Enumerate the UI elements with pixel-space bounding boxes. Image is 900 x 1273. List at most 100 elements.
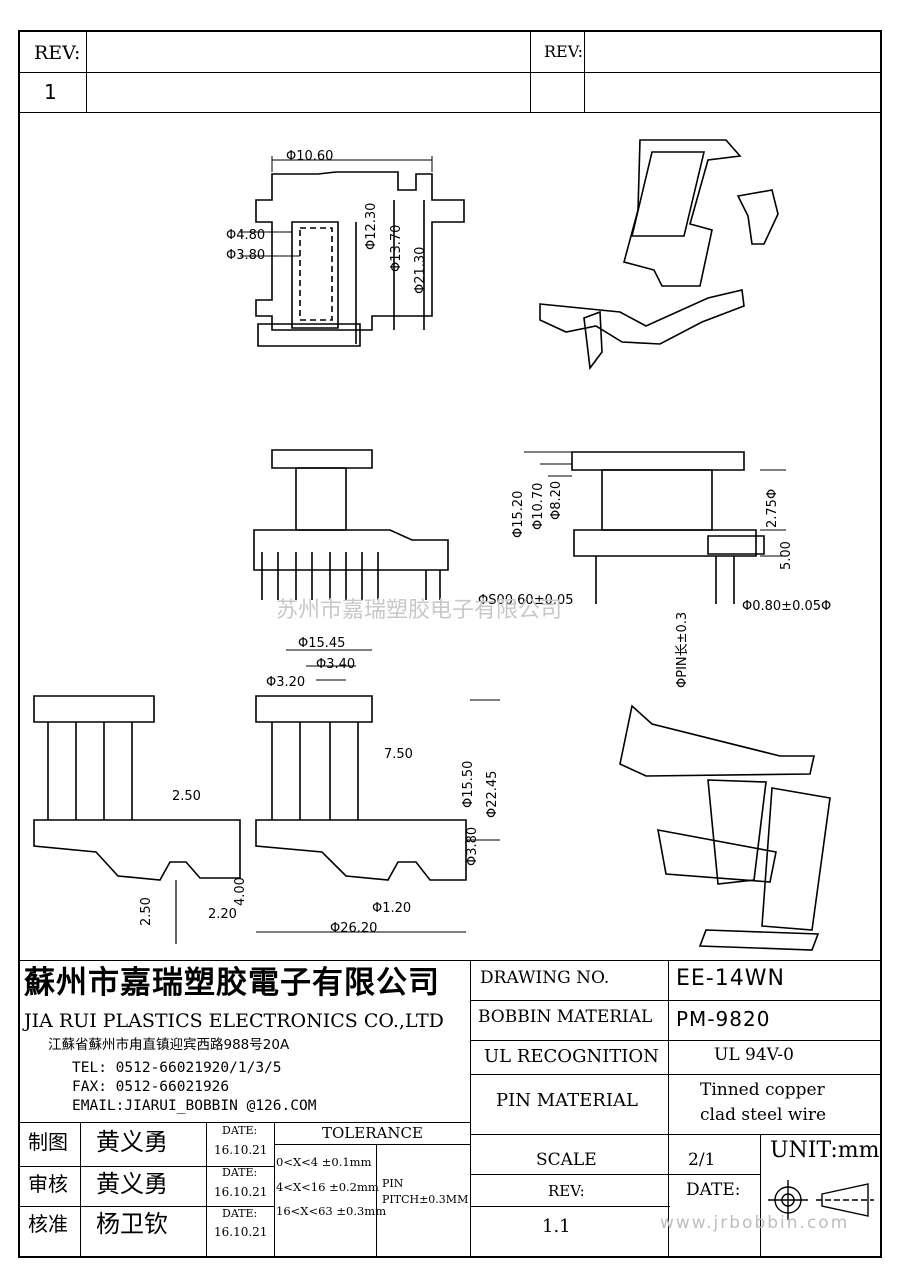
watermark-text: 苏州市嘉瑞塑胶电子有限公司 — [276, 598, 563, 623]
grid-line — [668, 960, 669, 1258]
grid-line — [274, 1122, 275, 1258]
dim-label: 2.75Φ — [765, 488, 780, 528]
tolerance-pin-label: PIN — [382, 1177, 404, 1190]
dim-label: 5.00 — [779, 541, 794, 570]
pin-material-line1: Tinned copper — [700, 1080, 825, 1100]
isometric-view-top — [539, 139, 779, 371]
rev-label-left: REV: — [34, 42, 81, 64]
drawing-no-label: DRAWING NO. — [480, 968, 610, 988]
approval-name: 黄义勇 — [96, 1170, 168, 1198]
dim-label: ΦS00.60±0.05 — [478, 593, 574, 608]
header-divider — [18, 72, 882, 73]
header-col-line — [584, 30, 585, 112]
company-tel: TEL: 0512-66021920/1/3/5 — [72, 1060, 282, 1076]
scale-value: 2/1 — [688, 1150, 716, 1170]
dim-label: Φ12.30 — [364, 202, 379, 250]
grid-line — [80, 1122, 81, 1258]
dim-label: 2.20 — [208, 907, 237, 922]
dim-label: Φ3.80 — [465, 826, 480, 866]
grid-line — [470, 1134, 882, 1135]
grid-line — [18, 1122, 470, 1123]
approval-name: 黄义勇 — [96, 1128, 168, 1156]
bobbin-material-value: PM-9820 — [676, 1007, 771, 1031]
dim-label: Φ4.80 — [226, 228, 266, 243]
dim-label: 2.50 — [139, 897, 154, 926]
grid-line — [470, 1174, 760, 1175]
tolerance-title: TOLERANCE — [322, 1124, 423, 1142]
grid-line — [470, 1074, 882, 1075]
grid-line — [760, 1134, 761, 1258]
grid-line — [470, 1206, 670, 1207]
dim-label: 2.50 — [172, 789, 201, 804]
approval-date-label: DATE: — [222, 1124, 258, 1137]
unit-label: UNIT:mm — [770, 1138, 880, 1163]
company-name-en: JIA RUI PLASTICS ELECTRONICS CO.,LTD — [24, 1010, 444, 1032]
tolerance-row: 16<X<63 ±0.3mm — [276, 1204, 387, 1218]
dim-label: Φ13.70 — [389, 224, 404, 272]
dim-label: Φ10.70 — [531, 482, 546, 530]
rev-label: REV: — [548, 1182, 585, 1200]
dim-label: Φ21.30 — [413, 246, 428, 294]
rev-value-left: 1 — [44, 80, 57, 104]
rev-value: 1.1 — [542, 1216, 571, 1237]
drawing-frame — [18, 30, 882, 1258]
grid-line — [274, 1144, 470, 1145]
title-block-top — [18, 960, 882, 961]
dim-label: Φ0.80±0.05Φ — [742, 599, 832, 614]
ul-label: UL RECOGNITION — [484, 1046, 659, 1067]
company-email: EMAIL:JIARUI_BOBBIN @126.COM — [72, 1098, 317, 1114]
approval-role: 核准 — [28, 1212, 68, 1236]
approval-date-label: DATE: — [222, 1166, 258, 1179]
watermark-url: www.jrbobbin.com — [660, 1213, 850, 1233]
header-bottom-line — [18, 112, 882, 113]
approval-role: 制图 — [28, 1130, 68, 1154]
pin-material-line2: clad steel wire — [700, 1105, 827, 1125]
dim-label: 7.50 — [384, 747, 413, 762]
tolerance-row: 0<X<4 ±0.1mm — [276, 1155, 372, 1169]
dim-label: Φ15.50 — [461, 760, 476, 808]
tolerance-pin-pitch: PITCH±0.3MM — [382, 1193, 469, 1206]
dim-label: 4.00 — [233, 877, 248, 906]
grid-line — [470, 1040, 882, 1041]
date-label: DATE: — [686, 1180, 741, 1200]
company-fax: FAX: 0512-66021926 — [72, 1079, 230, 1095]
dim-label: Φ8.20 — [549, 480, 564, 520]
company-address: 江蘇省蘇州市甪直镇迎宾西路988号20A — [48, 1037, 290, 1053]
grid-line — [470, 960, 471, 1258]
approval-date-label: DATE: — [222, 1207, 258, 1220]
grid-line — [18, 1166, 274, 1167]
approval-date: 16.10.21 — [214, 1225, 268, 1239]
dim-label: Φ3.80 — [226, 248, 266, 263]
dim-label: Φ10.60 — [286, 149, 334, 164]
header-col-line — [86, 30, 87, 112]
dim-label: Φ26.20 — [330, 921, 378, 936]
pin-material-label: PIN MATERIAL — [496, 1090, 638, 1111]
dim-label: Φ15.45 — [298, 636, 346, 651]
left-pin-view — [33, 695, 241, 944]
front-view — [524, 451, 786, 604]
dim-label: Φ3.20 — [266, 675, 306, 690]
drawing-no-value: EE-14WN — [676, 966, 785, 991]
dim-label: Φ1.20 — [372, 901, 412, 916]
scale-label: SCALE — [536, 1150, 597, 1170]
approval-name: 杨卫钦 — [96, 1210, 168, 1238]
approval-date: 16.10.21 — [214, 1185, 268, 1199]
rev-label-right: REV: — [544, 42, 584, 61]
mid-pin-view — [255, 649, 500, 933]
approval-date: 16.10.21 — [214, 1143, 268, 1157]
dim-label: Φ3.40 — [316, 657, 356, 672]
dim-label: ΦPIN长±0.3 — [675, 611, 690, 688]
projection-symbol-icon — [768, 1180, 874, 1220]
grid-line — [470, 1000, 882, 1001]
header-col-line — [530, 30, 531, 112]
tolerance-row: 4<X<16 ±0.2mm — [276, 1180, 379, 1194]
dim-label: Φ15.20 — [511, 490, 526, 538]
grid-line — [206, 1122, 207, 1258]
company-name-cn: 蘇州市嘉瑞塑胶電子有限公司 — [24, 965, 440, 1001]
grid-line — [18, 1206, 274, 1207]
bobbin-material-label: BOBBIN MATERIAL — [478, 1007, 653, 1027]
isometric-view-bottom — [619, 704, 831, 951]
dim-label: Φ22.45 — [485, 770, 500, 818]
ul-value: UL 94V-0 — [714, 1045, 794, 1065]
